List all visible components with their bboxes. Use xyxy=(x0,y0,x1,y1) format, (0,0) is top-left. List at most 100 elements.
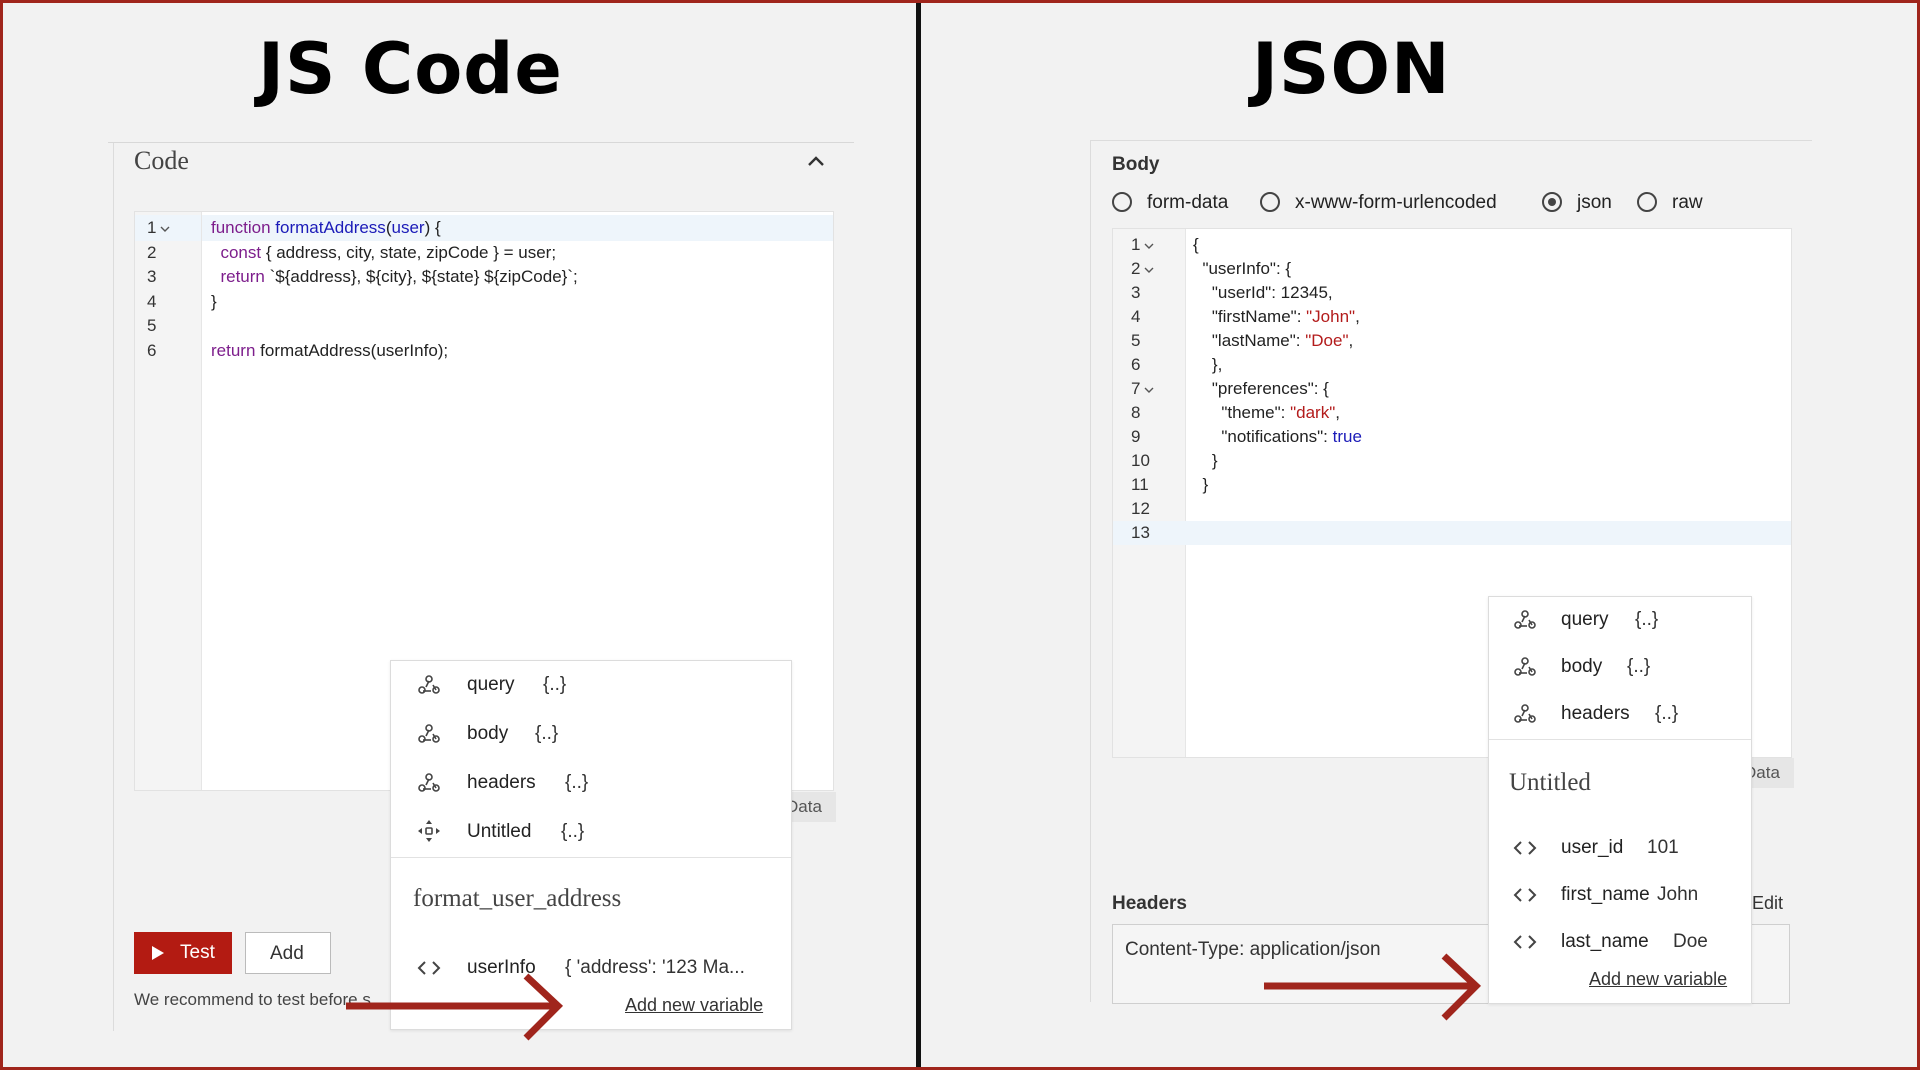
variable-item[interactable]: first_name xyxy=(1561,884,1650,905)
fold-chevron-icon[interactable] xyxy=(160,225,170,233)
popup-item-value: {..} xyxy=(535,723,559,744)
line-number: 7 xyxy=(1131,379,1154,399)
code-line: "theme": "dark", xyxy=(1193,403,1340,423)
line-number-text: 3 xyxy=(147,267,157,287)
line-number-text: 10 xyxy=(1131,451,1150,470)
variable-value: 101 xyxy=(1647,837,1679,858)
line-number: 3 xyxy=(147,267,156,287)
code-token: "notifications": xyxy=(1193,427,1333,446)
popup-section-title: format_user_address xyxy=(413,885,622,912)
test-button-label: Test xyxy=(180,942,215,963)
popup-section-title: Untitled xyxy=(1509,769,1591,796)
code-token: , xyxy=(1348,331,1354,350)
data-tab-label: Data xyxy=(786,797,822,816)
code-token: "preferences": { xyxy=(1193,379,1329,398)
json-title: JSON xyxy=(1252,28,1451,110)
add-button[interactable]: Add xyxy=(245,932,331,974)
code-token: "Doe" xyxy=(1305,331,1349,350)
popup-item-value: {..} xyxy=(1655,703,1679,724)
radio-x-www-form-urlencoded[interactable] xyxy=(1260,192,1280,212)
arrow-pointer-right xyxy=(1264,953,1482,1021)
line-number-text: 12 xyxy=(1131,499,1150,518)
code-token: ) { xyxy=(424,218,441,237)
popup-item-query[interactable]: query xyxy=(467,674,515,695)
line-number: 13 xyxy=(1131,523,1150,543)
line-number: 4 xyxy=(147,292,156,312)
code-brackets-icon xyxy=(1513,888,1537,902)
variable-popup-json: query{..}body{..}headers{..} Untitled us… xyxy=(1488,596,1752,1004)
webhook-icon xyxy=(418,724,440,743)
line-number: 6 xyxy=(1131,355,1140,375)
popup-item-value: {..} xyxy=(565,772,589,793)
code-token: "theme": xyxy=(1193,403,1291,422)
center-divider xyxy=(916,3,921,1067)
fold-chevron-icon[interactable] xyxy=(1144,266,1154,274)
line-number: 1 xyxy=(147,218,170,238)
popup-item-headers[interactable]: headers xyxy=(1561,703,1630,724)
variable-icon-wrap xyxy=(1513,886,1537,909)
code-token: user xyxy=(391,218,425,237)
code-token: "userId": 12345, xyxy=(1193,283,1333,302)
code-line: } xyxy=(1193,475,1208,495)
code-token: `${address}, ${city}, ${state} ${zipCode… xyxy=(264,267,578,287)
line-number: 11 xyxy=(1131,475,1149,495)
popup-item-icon-wrap xyxy=(417,721,441,750)
code-token: formatAddress xyxy=(275,218,386,237)
add-new-variable-link[interactable]: Add new variable xyxy=(625,995,764,1015)
code-line: "lastName": "Doe", xyxy=(1193,331,1353,351)
line-number-text: 6 xyxy=(1131,355,1141,374)
code-line: "notifications": true xyxy=(1193,427,1362,447)
arrow-pointer-left xyxy=(346,973,564,1041)
webhook-icon xyxy=(1514,610,1536,629)
js-code-title: JS Code xyxy=(258,28,563,110)
test-button[interactable]: Test xyxy=(134,932,232,974)
popup-item-value: {..} xyxy=(561,821,585,842)
code-token: { xyxy=(1193,235,1199,254)
popup-item-untitled[interactable]: Untitled xyxy=(467,821,532,842)
code-brackets-icon xyxy=(1513,841,1537,855)
code-token: const xyxy=(220,242,262,262)
code-token: "dark" xyxy=(1290,403,1336,422)
radio-form-data[interactable] xyxy=(1112,192,1132,212)
line-number: 2 xyxy=(147,243,156,263)
popup-item-query[interactable]: query xyxy=(1561,609,1609,630)
move-icon xyxy=(418,820,440,842)
line-number: 5 xyxy=(1131,331,1140,351)
line-number-text: 1 xyxy=(147,218,157,237)
popup-item-icon-wrap xyxy=(1513,701,1537,730)
line-number-text: 8 xyxy=(1131,403,1141,422)
webhook-icon xyxy=(418,773,440,792)
code-token: } xyxy=(1193,475,1209,494)
line-number: 10 xyxy=(1131,451,1150,471)
add-new-variable-link[interactable]: Add new variable xyxy=(1589,969,1728,989)
popup-item-body[interactable]: body xyxy=(467,723,509,744)
code-token: formatAddress(userInfo); xyxy=(255,341,449,360)
radio-json[interactable] xyxy=(1542,192,1562,212)
fold-chevron-icon[interactable] xyxy=(1144,386,1154,394)
popup-item-value: {..} xyxy=(543,674,567,695)
variable-value: { 'address': '123 Ma... xyxy=(565,957,745,978)
popup-item-headers[interactable]: headers xyxy=(467,772,536,793)
data-tab-label: Data xyxy=(1744,763,1780,782)
line-number-text: 11 xyxy=(1131,475,1149,494)
webhook-icon xyxy=(1514,704,1536,723)
variable-icon-wrap xyxy=(1513,933,1537,956)
headers-value: Content-Type: application/json xyxy=(1125,939,1381,960)
line-number-text: 7 xyxy=(1131,379,1141,398)
line-number-text: 13 xyxy=(1131,523,1150,542)
fold-chevron-icon[interactable] xyxy=(1144,242,1154,250)
variable-item[interactable]: user_id xyxy=(1561,837,1624,858)
variable-item[interactable]: userInfo xyxy=(467,957,536,978)
webhook-icon xyxy=(1514,657,1536,676)
variable-value: Doe xyxy=(1673,931,1708,952)
popup-item-body[interactable]: body xyxy=(1561,656,1603,677)
chevron-up-icon[interactable] xyxy=(806,154,826,168)
radio-raw[interactable] xyxy=(1637,192,1657,212)
code-brackets-icon xyxy=(417,961,441,975)
edit-link[interactable]: Edit xyxy=(1752,893,1784,913)
body-label: Body xyxy=(1112,154,1160,175)
variable-item[interactable]: last_name xyxy=(1561,931,1649,952)
code-line: return `${address}, ${city}, ${state} ${… xyxy=(211,267,578,287)
popup-item-value: {..} xyxy=(1635,609,1659,630)
code-token: return xyxy=(211,341,256,360)
